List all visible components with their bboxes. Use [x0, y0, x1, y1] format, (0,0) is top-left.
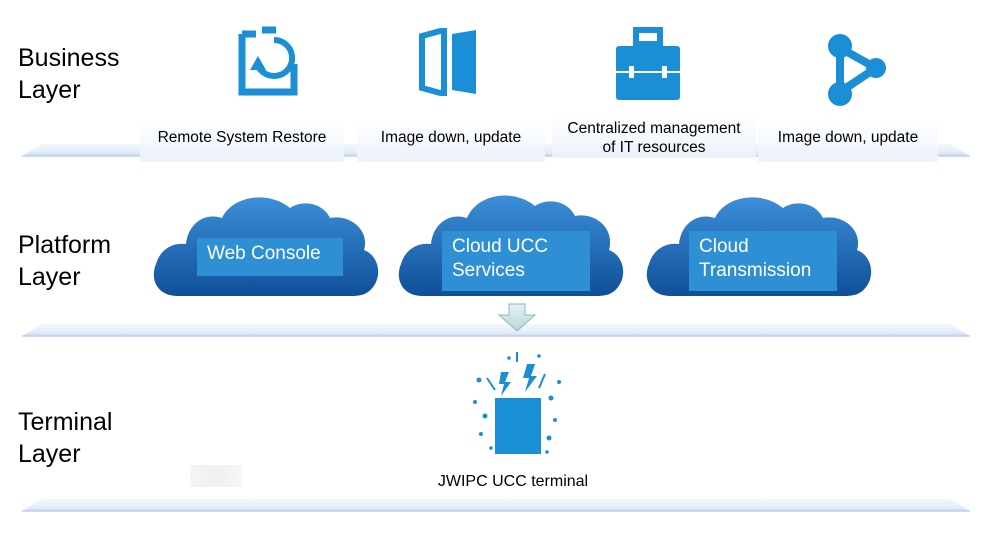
terminal-layer-label: Terminal Layer — [18, 408, 113, 468]
business-item-label: Image down, update — [380, 129, 522, 146]
platform-shelf — [22, 322, 970, 344]
arrow-down-icon — [497, 303, 537, 338]
business-item-label: Image down, update — [777, 129, 919, 146]
business-item-plate — [758, 118, 938, 162]
business-layer-label: Business Layer — [18, 44, 120, 104]
briefcase-icon — [614, 26, 682, 102]
terminal-box-icon — [465, 350, 565, 465]
business-item-label: Centralized management of IT resources — [567, 120, 741, 156]
business-item-label: Remote System Restore — [157, 129, 327, 146]
restore-icon — [236, 26, 298, 96]
web-console-label: Web Console — [197, 238, 343, 276]
split-panel-icon — [418, 28, 480, 96]
cloud-ucc-services-label: Cloud UCC Services — [442, 231, 590, 291]
business-item-plate — [140, 118, 344, 162]
share-nodes-icon — [824, 32, 888, 108]
platform-layer-label: Platform Layer — [18, 231, 112, 291]
business-item-plate — [357, 118, 545, 162]
terminal-label: JWIPC UCC terminal — [420, 470, 606, 494]
terminal-shelf — [22, 497, 970, 519]
background-smudge — [190, 465, 242, 487]
business-item-plate — [552, 114, 756, 158]
cloud-transmission-label: Cloud Transmission — [689, 231, 837, 291]
